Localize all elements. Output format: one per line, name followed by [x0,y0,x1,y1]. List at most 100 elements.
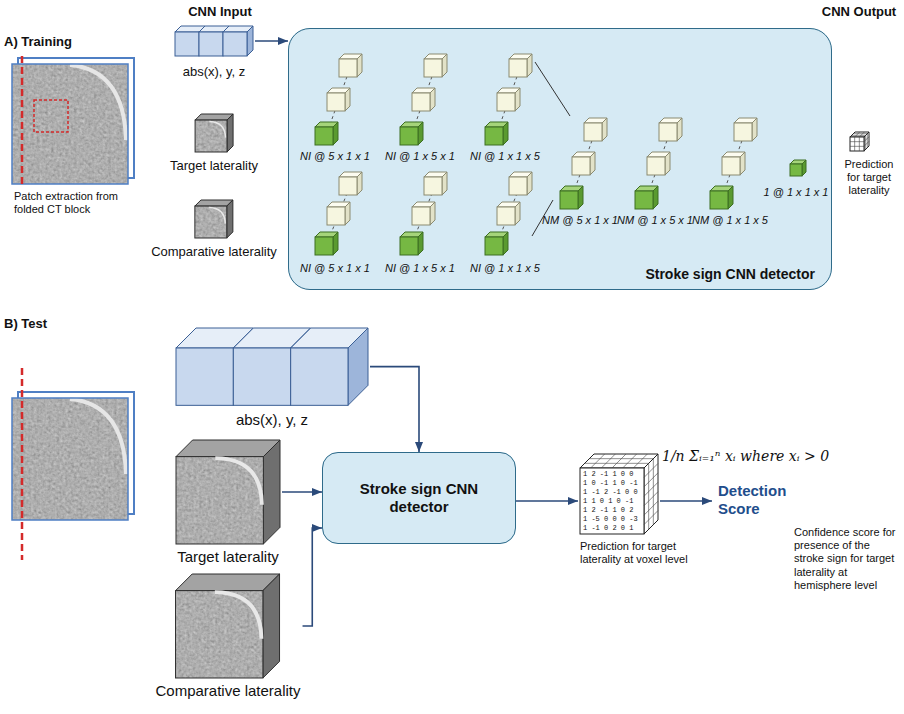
cube-front [485,237,503,255]
cube-side [578,186,583,209]
cube-figure [734,118,757,141]
cube-front [176,457,263,544]
node-shape [195,200,233,238]
cube-side [418,122,423,145]
output-note: Prediction for target laterality [838,158,900,198]
grid-line [585,463,649,464]
grid-line [589,458,653,459]
grid-line [854,137,855,151]
cube-side [348,328,368,405]
formula: 1/n Σᵢ₌₁ⁿ xᵢ where xᵢ > 0 [662,448,829,465]
cube-front-border [176,348,233,405]
cube-side [227,114,233,152]
node-label: Stroke sign CNN detector [645,266,815,283]
cube-side [644,454,658,534]
cube-side [527,172,532,195]
cube-front-border [850,137,864,151]
cube-figure [424,54,447,77]
cube-side [515,202,520,225]
cube-front [327,207,345,225]
cube-front-border [580,468,644,534]
cube-front [509,177,527,195]
cube-top [176,440,280,457]
ct-image-border [12,64,128,184]
image-volume-cube: Comparative laterality [153,572,302,702]
cube-front-border [400,127,418,145]
cube-front-border [412,93,430,111]
node-shape [176,440,280,544]
cube-figure [850,132,869,151]
cube-figure [722,152,745,175]
cube-front [412,207,430,225]
cube-front [327,93,345,111]
cube-front [199,32,223,56]
cube-front [424,59,442,77]
cube-front-border [223,32,247,56]
cube-side [345,202,350,225]
cube-side [430,202,435,225]
cube-front [497,93,515,111]
cube-figure [291,328,368,405]
cube-side [503,232,508,255]
grid-line [859,132,864,137]
cube-front-border [195,206,227,238]
skull-edge [209,122,225,138]
skull-edge [215,458,262,505]
node-label: Prediction for target laterality at voxe… [580,540,710,566]
cube-front-border [199,32,223,56]
layer-size-label: NM @ 1 x 1 x 5 [692,214,768,227]
cube-front-border [710,191,728,209]
connector-arrow [516,500,578,502]
cube-top [176,574,280,591]
node-label: Comparative laterality [155,682,300,700]
layer-size-label: NM @ 5 x 1 x 1 [542,214,618,227]
cube-front-border [327,93,345,111]
ct-image [12,398,128,520]
cube-figure [195,200,233,238]
cube-front [195,120,227,152]
panel-fill [322,452,516,544]
node-shape [175,26,253,56]
cube-front-border [315,127,333,145]
cube-front-border [291,348,348,405]
cube-front-border [790,164,802,176]
cube-side [418,232,423,255]
cube-side [333,232,338,255]
layer-size-label: NI @ 1 x 1 x 5 [470,150,540,163]
cube-figure [580,454,658,534]
cube-front-border [560,191,578,209]
cube-figure [497,202,520,225]
cube-front [400,127,418,145]
cube-front [850,137,864,151]
cube-front [734,123,752,141]
cube-side [728,186,733,209]
cube-front [560,191,578,209]
cube-side [430,88,435,111]
grid-line [850,146,864,147]
cube-figure [400,232,423,255]
image-patch-cube: Target laterality [168,112,260,176]
cube-side [653,186,658,209]
cube-front [339,59,357,77]
cube-side [527,54,532,77]
cube-front-border [509,177,527,195]
grid-cell-row: 1 2 -1 1 0 0 [583,470,633,479]
cube-figure [509,172,532,195]
grid-line [591,454,605,468]
cube-front [790,164,802,176]
skull-edge [209,208,225,224]
cube-front [647,157,665,175]
cube-figure [509,54,532,77]
cube-figure [572,152,595,175]
cube-front-border [659,123,677,141]
cube-front-border [647,157,665,175]
cube-side [442,172,447,195]
cube-front-border [485,237,503,255]
grid-line [867,134,868,148]
cube-side [357,54,362,77]
grid-line [865,135,866,149]
grid-cell-row: 1 0 -1 1 0 -1 [583,479,638,488]
patch-marker [34,100,68,132]
cube-front [195,206,227,238]
section-heading: A) Training [4,34,72,50]
